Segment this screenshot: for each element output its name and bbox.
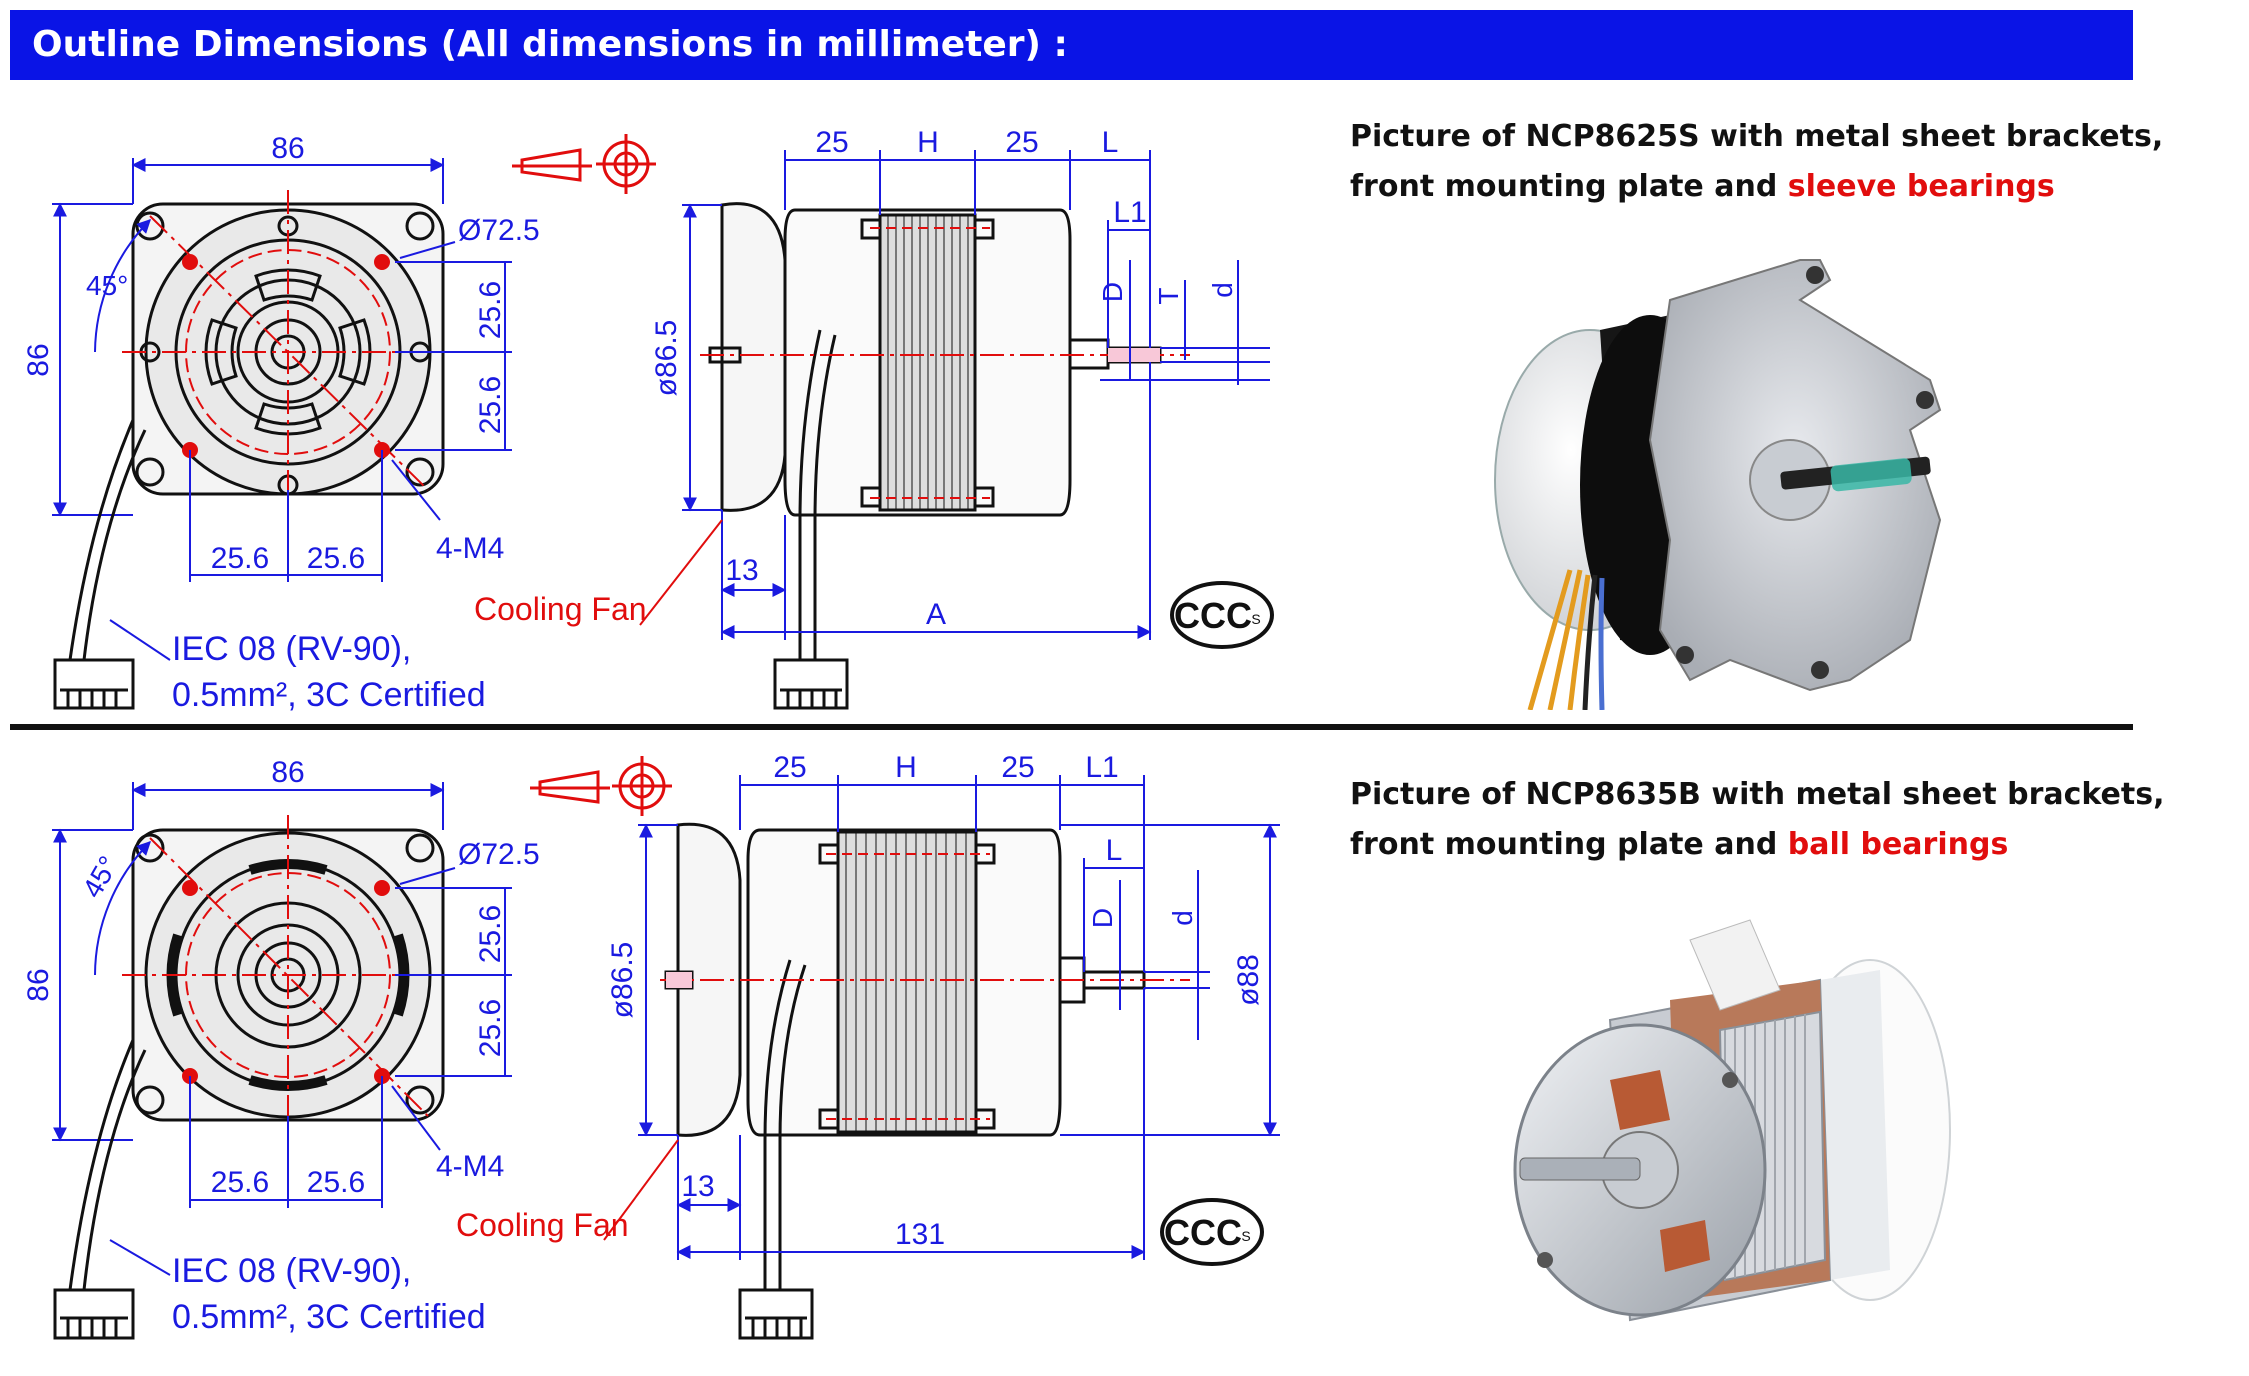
top-dim-shaft-t: T bbox=[1153, 287, 1184, 304]
top-dim-h-right: 25.6 bbox=[307, 542, 365, 575]
top-dim-h: H bbox=[917, 126, 939, 159]
top-dim-screws: 4-M4 bbox=[436, 532, 504, 565]
top-dim-shaft-small-d: d bbox=[1207, 282, 1238, 298]
bottom-photo-caption: Picture of NCP8635B with metal sheet bra… bbox=[1350, 777, 2165, 862]
bottom-dim-height: 86 bbox=[22, 968, 55, 1001]
top-dim-angle: 45° bbox=[86, 270, 128, 301]
bottom-dim-h: H bbox=[895, 751, 917, 784]
top-side-view bbox=[708, 202, 1162, 710]
bottom-dim-h-right: 25.6 bbox=[307, 1166, 365, 1199]
bottom-dim-width: 86 bbox=[271, 756, 304, 789]
first-angle-projection-icon bbox=[512, 134, 656, 194]
bottom-dim-diameter: Ø72.5 bbox=[458, 838, 540, 871]
svg-text:S: S bbox=[1241, 1228, 1250, 1244]
top-dim-h-left: 25.6 bbox=[211, 542, 269, 575]
bottom-cable-line1: IEC 08 (RV-90), bbox=[172, 1252, 411, 1290]
bottom-front-centerlines bbox=[122, 815, 452, 1135]
bottom-cable bbox=[53, 1039, 147, 1340]
bottom-dim-l1: L1 bbox=[1085, 751, 1118, 784]
section-divider bbox=[10, 724, 2133, 730]
top-dim-side-diameter: ø86.5 bbox=[650, 320, 683, 397]
bottom-dim-overall: 131 bbox=[895, 1218, 945, 1251]
bottom-dim-shaft-d: D bbox=[1087, 908, 1118, 928]
ccc-certification-icon: CCC S bbox=[1160, 1198, 1264, 1266]
bottom-cooling-fan-label: Cooling Fan bbox=[456, 1207, 629, 1243]
ccc-certification-icon: CCC S bbox=[1170, 581, 1274, 649]
top-dim-a: 25 bbox=[815, 126, 848, 159]
bottom-dim-side-diameter: ø86.5 bbox=[606, 942, 639, 1019]
top-dim-shaft-d: D bbox=[1097, 282, 1128, 302]
top-front-centerlines bbox=[122, 190, 452, 512]
bottom-motor-photo bbox=[1513, 919, 1951, 1322]
svg-text:S: S bbox=[1251, 611, 1260, 627]
bottom-dim-c: 25 bbox=[1001, 751, 1034, 784]
bottom-dim-screws: 4-M4 bbox=[436, 1150, 504, 1183]
first-angle-projection-icon bbox=[530, 756, 672, 816]
top-dim-c: 25 bbox=[1005, 126, 1038, 159]
bottom-dim-body-d: ø88 bbox=[1232, 954, 1265, 1006]
top-dim-fan-gap: 13 bbox=[725, 554, 758, 587]
top-dim-l1: L1 bbox=[1113, 196, 1146, 229]
top-dim-v-upper: 25.6 bbox=[474, 281, 507, 339]
top-dim-overall: A bbox=[926, 598, 946, 631]
bottom-dim-v-upper: 25.6 bbox=[474, 905, 507, 963]
top-cable bbox=[53, 419, 147, 710]
top-cooling-fan-label: Cooling Fan bbox=[474, 591, 647, 627]
svg-text:CCC: CCC bbox=[1174, 595, 1252, 636]
bottom-dim-shaft-l: L bbox=[1106, 834, 1123, 867]
bottom-dim-shaft-small-d: d bbox=[1167, 910, 1198, 926]
top-motor-photo bbox=[1494, 259, 1942, 710]
top-dim-height: 86 bbox=[22, 343, 55, 376]
bottom-dim-a: 25 bbox=[773, 751, 806, 784]
top-dim-l: L bbox=[1102, 126, 1119, 159]
bottom-bearing-highlight: ball bearings bbox=[1787, 827, 2009, 862]
top-cable-line1: IEC 08 (RV-90), bbox=[172, 630, 411, 668]
bottom-dim-fan-gap: 13 bbox=[681, 1170, 714, 1203]
bottom-dim-angle: 45° bbox=[76, 851, 124, 903]
bottom-dim-v-lower: 25.6 bbox=[474, 999, 507, 1057]
svg-text:CCC: CCC bbox=[1164, 1212, 1242, 1253]
top-dim-diameter: Ø72.5 bbox=[458, 214, 540, 247]
bottom-cable-line2: 0.5mm², 3C Certified bbox=[172, 1298, 486, 1336]
top-photo-caption: Picture of NCP8625S with metal sheet bra… bbox=[1350, 119, 2164, 204]
top-dim-v-lower: 25.6 bbox=[474, 376, 507, 434]
section-header: Outline Dimensions (All dimensions in mi… bbox=[10, 10, 2133, 80]
top-dim-width: 86 bbox=[271, 132, 304, 165]
bottom-side-view bbox=[664, 822, 1146, 1340]
top-bearing-highlight: sleeve bearings bbox=[1787, 169, 2055, 204]
bottom-dim-h-left: 25.6 bbox=[211, 1166, 269, 1199]
top-cable-line2: 0.5mm², 3C Certified bbox=[172, 676, 486, 714]
